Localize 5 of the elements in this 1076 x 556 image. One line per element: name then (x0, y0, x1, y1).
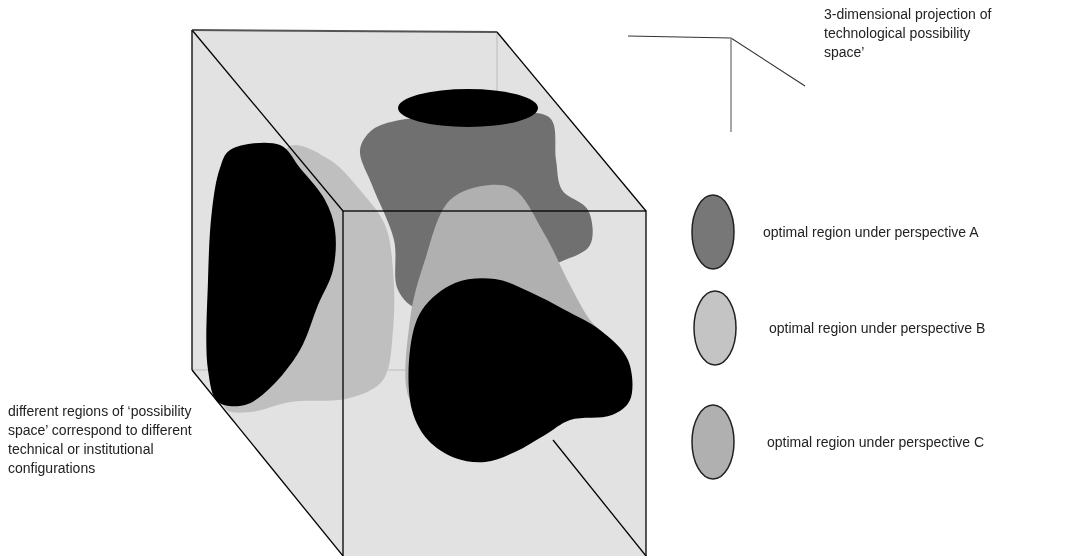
legend-label: optimal region under perspective A (763, 223, 979, 241)
note-text: 3-dimensional projection of technological possibility space’ (824, 5, 993, 62)
legend-label: optimal region under perspective B (769, 319, 986, 337)
note-text: different regions of ‘possibility space’ correspond to different technical or institutional configurations (8, 402, 193, 478)
legend-label: optimal region under perspective C (767, 433, 985, 451)
